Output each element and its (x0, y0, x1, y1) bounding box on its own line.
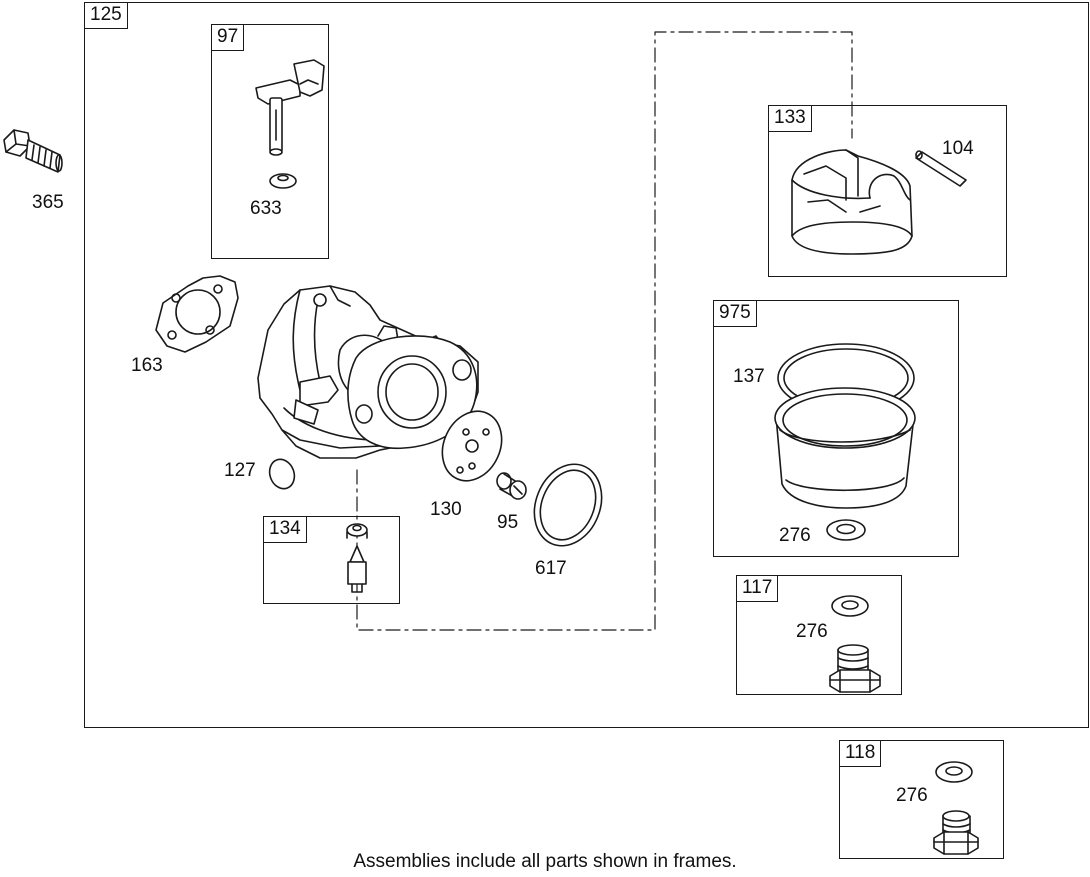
frame-117-tag: 117 (736, 575, 779, 602)
part-label-276-118: 276 (896, 785, 928, 806)
o-ring-617-drawing (533, 463, 603, 547)
frame-133: 133 (768, 105, 1007, 277)
bowl-bolt-118-drawing (933, 810, 979, 855)
frame-97-tag: 97 (211, 24, 245, 51)
choke-plate-130-drawing (441, 410, 503, 482)
part-label-130: 130 (430, 499, 462, 520)
gasket-163-drawing (155, 275, 239, 353)
frame-134: 134 (263, 516, 400, 604)
carburetor-body-drawing (257, 285, 479, 459)
part-label-633: 633 (250, 198, 282, 219)
pin-104-drawing (915, 150, 967, 187)
part-label-95: 95 (497, 512, 519, 533)
frame-117: 117 (736, 575, 902, 695)
bowl-bolt-117-drawing (829, 644, 881, 693)
leader-line-main (356, 31, 853, 631)
frame-134-tag: 134 (263, 516, 307, 543)
part-label-127: 127 (224, 460, 256, 481)
throttle-shaft-97-drawing (255, 59, 325, 189)
frame-118: 118 (839, 740, 1004, 859)
part-label-104: 104 (942, 138, 974, 159)
bolt-365-drawing (3, 129, 63, 173)
part-label-276-117: 276 (796, 621, 828, 642)
screw-95-drawing (496, 472, 527, 500)
frame-97: 97 (211, 24, 329, 259)
frame-125-tag: 125 (84, 2, 128, 29)
washer-276-117-drawing (831, 595, 869, 617)
needle-seat-134-drawing (346, 523, 368, 593)
frame-125: 125 (84, 2, 1089, 728)
frame-975: 975 (713, 300, 959, 557)
frame-975-tag: 975 (713, 300, 757, 327)
frame-118-tag: 118 (839, 740, 882, 767)
part-label-617: 617 (535, 558, 567, 579)
part-label-276-975: 276 (779, 525, 811, 546)
part-label-163: 163 (131, 355, 163, 376)
part-label-137: 137 (733, 366, 765, 387)
float-133-drawing (791, 149, 913, 255)
float-bowl-975-drawing (774, 343, 916, 509)
welch-plug-127-drawing (268, 458, 296, 490)
footer-note: Assemblies include all parts shown in fr… (353, 851, 737, 872)
washer-276-975-drawing (826, 519, 866, 541)
frame-133-tag: 133 (768, 105, 812, 132)
part-label-365: 365 (32, 192, 64, 213)
washer-276-118-drawing (935, 761, 973, 783)
